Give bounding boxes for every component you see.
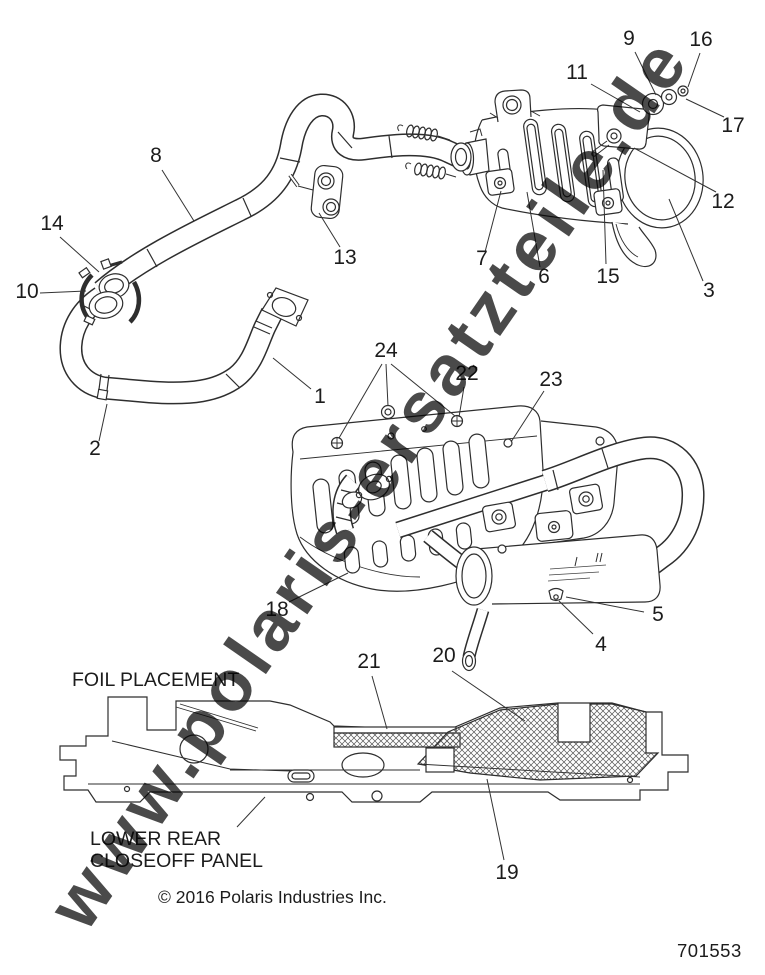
callout-12: 12 — [711, 190, 734, 213]
front-pipe-drawing — [59, 287, 309, 405]
callout-9: 9 — [623, 27, 635, 50]
callout-20: 20 — [432, 644, 455, 667]
callout-1: 1 — [314, 385, 326, 408]
leader-24c — [390, 363, 456, 417]
leader-21 — [371, 675, 388, 730]
callout-22: 22 — [455, 362, 478, 385]
leader-8 — [161, 169, 195, 222]
heat-shield-drawing — [290, 404, 619, 592]
leader-6 — [526, 191, 541, 268]
head-pipe-drawing — [94, 93, 467, 300]
leader-22 — [458, 386, 465, 418]
leader-15 — [602, 169, 607, 265]
part-number: 701553 — [677, 940, 742, 961]
leader-18 — [288, 572, 349, 603]
leader-24b — [385, 363, 389, 407]
leader-23 — [510, 390, 545, 443]
callout-2: 2 — [89, 437, 101, 460]
callout-10: 10 — [15, 280, 38, 303]
closeoff-panel-drawing — [59, 696, 689, 803]
leader-12 — [633, 147, 717, 193]
callout-13: 13 — [333, 246, 356, 269]
silencer-drawing — [455, 510, 661, 672]
callout-21: 21 — [357, 650, 380, 673]
callout-24: 24 — [374, 339, 398, 362]
leader-17 — [685, 98, 725, 118]
callout-17: 17 — [721, 114, 744, 137]
v-clamp-drawing — [78, 258, 142, 326]
callout-23: 23 — [539, 368, 562, 391]
leader-1 — [272, 357, 312, 390]
leader-9 — [634, 51, 657, 96]
leader-4 — [558, 600, 594, 635]
leader-5 — [565, 596, 645, 613]
callout-15: 15 — [596, 265, 619, 288]
lower-rear-label: LOWER REAR — [90, 828, 221, 850]
leader-19 — [486, 778, 505, 861]
callout-7: 7 — [476, 247, 488, 270]
callout-labels: 1 2 3 4 5 6 7 8 9 10 11 12 13 14 15 16 1… — [15, 27, 744, 884]
line-art — [59, 85, 705, 803]
leader-lower-rear — [236, 796, 266, 828]
closeoff-panel-label: CLOSEOFF PANEL — [90, 850, 263, 872]
callout-18: 18 — [265, 598, 288, 621]
leader-20 — [451, 670, 526, 722]
leader-10 — [39, 290, 87, 294]
callout-19: 19 — [495, 861, 518, 884]
copyright-text: © 2016 Polaris Industries Inc. — [158, 887, 387, 907]
callout-6: 6 — [538, 265, 550, 288]
leader-11 — [590, 83, 641, 113]
leader-14 — [59, 236, 100, 273]
callout-11: 11 — [566, 61, 588, 84]
leader-7 — [484, 190, 502, 253]
leader-2 — [98, 403, 108, 442]
foil-placement-label: FOIL PLACEMENT — [72, 669, 239, 691]
callout-16: 16 — [689, 28, 712, 51]
leader-13 — [318, 212, 341, 248]
callout-14: 14 — [40, 212, 64, 235]
callout-5: 5 — [652, 603, 664, 626]
muffler-drawing — [459, 85, 704, 268]
flex-joint-drawing — [397, 124, 472, 180]
leader-16 — [687, 52, 701, 88]
hanger-bracket-drawing — [288, 164, 344, 220]
leader-24a — [338, 363, 383, 439]
callout-4: 4 — [595, 633, 607, 656]
callout-leaders — [39, 51, 725, 861]
leader-3 — [668, 198, 704, 282]
callout-8: 8 — [150, 144, 162, 167]
callout-3: 3 — [703, 279, 715, 302]
